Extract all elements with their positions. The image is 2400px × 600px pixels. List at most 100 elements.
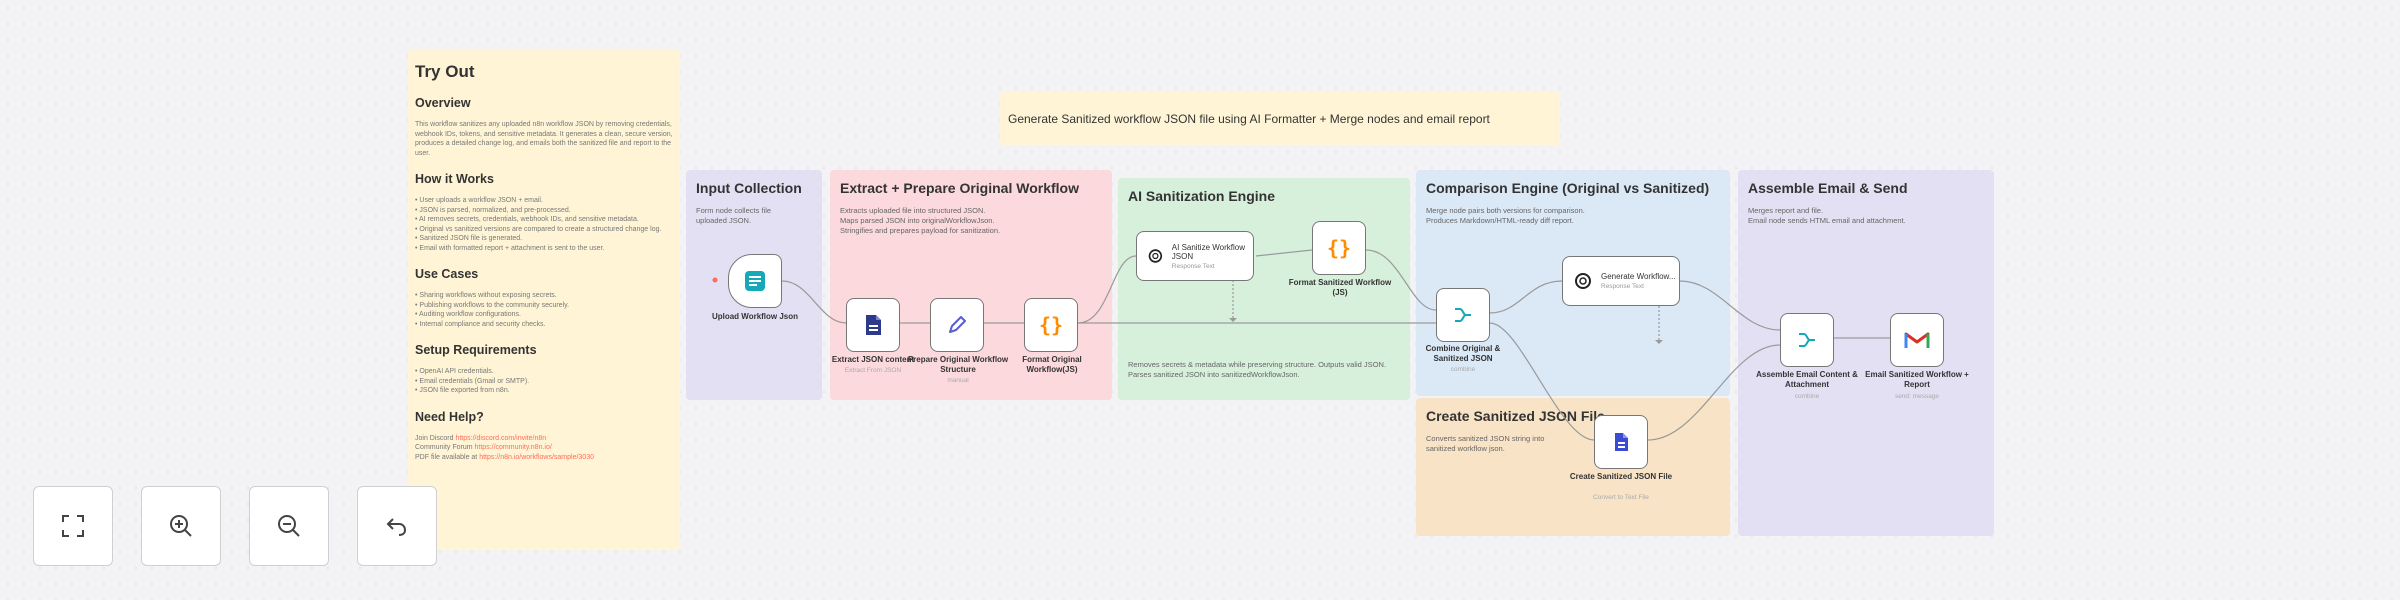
use-cases-heading: Use Cases — [415, 267, 479, 281]
help-line: PDF file available at https://n8n.io/wor… — [415, 453, 594, 461]
create-file-node[interactable] — [1594, 415, 1648, 469]
node-title: AI Sanitize Workflow JSON — [1171, 242, 1245, 261]
group-desc: Converts sanitized JSON string into sani… — [1426, 434, 1545, 453]
group-title: Comparison Engine (Original vs Sanitized… — [1426, 180, 1710, 196]
group-title: Extract + Prepare Original Workflow — [840, 180, 1079, 196]
node-label: Prepare Original Workflow Structure — [907, 355, 1009, 374]
tool-diamond — [1655, 340, 1663, 344]
list-item: Sanitized JSON file is generated. — [415, 234, 673, 244]
zoom-in-icon — [170, 515, 192, 537]
group-title: Assemble Email & Send — [1748, 180, 1908, 196]
merge-icon — [1455, 308, 1471, 322]
upload-workflow-node[interactable] — [728, 254, 782, 308]
zoom-out-button[interactable] — [249, 486, 329, 566]
node-subtitle: combine — [1450, 366, 1476, 373]
group-desc: Merge node pairs both versions for compa… — [1426, 206, 1585, 225]
use-cases-list: Sharing workflows without exposing secre… — [415, 291, 673, 329]
node-subtitle: Response Text — [1601, 283, 1644, 290]
node-label: Format Sanitized Workflow (JS) — [1288, 278, 1392, 297]
format-original-node[interactable]: {} — [1024, 298, 1078, 352]
list-item: Auditing workflow configurations. — [415, 310, 673, 320]
node-subtitle: combine — [1794, 393, 1820, 400]
connection — [1489, 280, 1563, 314]
connection — [1077, 255, 1137, 324]
merge-icon — [1799, 333, 1815, 347]
node-label: Create Sanitized JSON File — [1569, 472, 1673, 481]
pencil-icon — [949, 316, 966, 333]
form-icon — [745, 271, 765, 291]
node-subtitle: manual — [947, 377, 969, 384]
list-item: User uploads a workflow JSON + email. — [415, 196, 673, 206]
undo-icon — [386, 518, 407, 536]
workflow-title-note[interactable]: Generate Sanitized workflow JSON file us… — [1000, 92, 1560, 146]
list-item: Internal compliance and security checks. — [415, 320, 673, 330]
overview-text: This workflow sanitizes any uploaded n8n… — [415, 121, 673, 157]
discord-link[interactable]: https://discord.com/invite/n8n — [455, 434, 547, 442]
note-title: Try Out — [415, 62, 475, 81]
list-item: Email credentials (Gmail or SMTP). — [415, 377, 673, 387]
combine-json-node[interactable] — [1436, 288, 1490, 342]
group-title: AI Sanitization Engine — [1128, 188, 1276, 204]
connection — [1365, 249, 1437, 311]
try-out-note[interactable]: Try Out Overview This workflow sanitizes… — [408, 50, 680, 550]
connection — [1489, 322, 1595, 441]
node-subtitle: Extract From JSON — [844, 367, 902, 374]
zoom-in-button[interactable] — [141, 486, 221, 566]
extract-file-icon — [866, 315, 881, 335]
zoom-out-icon — [278, 515, 300, 537]
list-item: Sharing workflows without exposing secre… — [415, 291, 673, 301]
fit-view-icon — [62, 515, 84, 537]
ai-sanitize-node[interactable]: AI Sanitize Workflow JSON Response Text — [1136, 231, 1254, 281]
node-label: Extract JSON content — [831, 355, 915, 364]
list-item: Email with formatted report + attachment… — [415, 244, 673, 254]
list-item: Publishing workflows to the community se… — [415, 301, 673, 311]
openai-icon — [1148, 249, 1163, 263]
forum-link[interactable]: https://community.n8n.io/ — [474, 444, 552, 451]
help-line: Community Forum https://community.n8n.io… — [415, 444, 552, 451]
node-label: Email Sanitized Workflow + Report — [1865, 370, 1969, 389]
generate-report-node[interactable]: Generate Workflow... Response Text — [1562, 256, 1680, 306]
node-label: Format Original Workflow(JS) — [1022, 355, 1082, 374]
node-label: Upload Workflow Json — [711, 312, 799, 321]
format-sanitized-node[interactable]: {} — [1312, 221, 1366, 275]
extract-json-node[interactable] — [846, 298, 900, 352]
group-desc: Merges report and file. Email node sends… — [1748, 206, 1906, 225]
group-desc: Form node collects file uploaded JSON. — [696, 206, 772, 225]
group-desc: Extracts uploaded file into structured J… — [840, 206, 1001, 235]
connection — [781, 280, 847, 324]
send-email-node[interactable] — [1890, 313, 1944, 367]
gmail-icon — [1904, 332, 1930, 348]
node-subtitle: Convert to Text File — [1593, 494, 1649, 501]
code-braces-icon: {} — [1038, 313, 1064, 337]
undo-button[interactable] — [357, 486, 437, 566]
node-label: Assemble Email Content & Attachment — [1756, 370, 1858, 389]
node-label: Combine Original & Sanitized JSON — [1425, 344, 1501, 363]
pdf-link[interactable]: https://n8n.io/workflows/sample/3030 — [479, 453, 594, 461]
help-heading: Need Help? — [415, 409, 484, 424]
setup-heading: Setup Requirements — [415, 343, 537, 357]
trigger-marker — [712, 277, 718, 283]
fit-view-button[interactable] — [33, 486, 113, 566]
assemble-email-node[interactable] — [1780, 313, 1834, 367]
openai-icon — [1575, 273, 1591, 289]
connection — [1679, 280, 1781, 331]
connection — [1647, 344, 1781, 441]
code-braces-icon: {} — [1326, 236, 1352, 260]
prepare-workflow-node[interactable] — [930, 298, 984, 352]
tool-diamond — [1229, 318, 1237, 322]
node-title: Generate Workflow... — [1601, 272, 1676, 281]
node-subtitle: send: message — [1894, 393, 1940, 400]
connection — [1255, 249, 1313, 257]
list-item: OpenAI API credentials. — [415, 367, 673, 377]
node-subtitle: Response Text — [1171, 262, 1215, 270]
group-desc: Removes secrets & metadata while preserv… — [1128, 360, 1387, 379]
overview-heading: Overview — [415, 96, 471, 110]
list-item: AI removes secrets, credentials, webhook… — [415, 215, 673, 225]
how-list: User uploads a workflow JSON + email. JS… — [415, 196, 673, 253]
list-item: JSON is parsed, normalized, and pre-proc… — [415, 206, 673, 216]
list-item: Original vs sanitized versions are compa… — [415, 225, 673, 235]
help-line: Join Discord https://discord.com/invite/… — [415, 434, 547, 442]
group-extract-prepare[interactable]: Extract + Prepare Original Workflow Extr… — [830, 170, 1112, 400]
group-ai-sanitization[interactable]: AI Sanitization Engine Removes secrets &… — [1118, 178, 1410, 400]
